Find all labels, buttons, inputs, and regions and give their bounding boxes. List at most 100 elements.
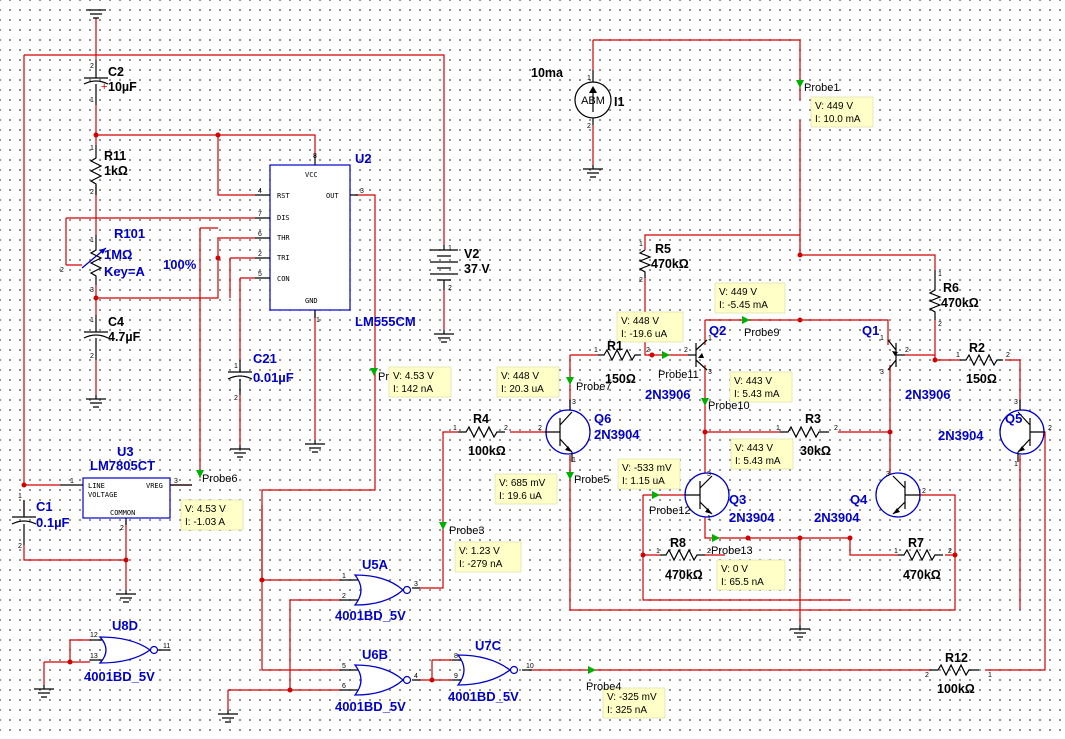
pin-number: 2 <box>448 285 452 292</box>
pin-number: 2 <box>90 189 94 196</box>
pin-number: 1 <box>18 493 22 500</box>
pin-number: 1 <box>594 347 598 354</box>
pin-number: 2 <box>90 353 94 360</box>
probe6-arrow-icon <box>196 470 204 478</box>
resistor-r5[interactable] <box>638 249 652 278</box>
transistor-q5[interactable] <box>999 400 1045 462</box>
resistor-r1[interactable] <box>598 348 641 362</box>
probe-note-p5[interactable]: V: 685 mV I: 19.6 uA <box>494 473 558 505</box>
transistor-q1[interactable] <box>887 339 905 371</box>
ground-icon <box>86 395 106 408</box>
pin-number: 2 <box>834 425 838 432</box>
nor-gate-u5a[interactable] <box>340 574 420 606</box>
pin-number: 2 <box>18 543 22 550</box>
probe-note-p14[interactable]: V: 443 V I: 5.43 mA <box>730 438 794 470</box>
capacitor-c2[interactable]: + <box>83 60 109 105</box>
pin-number: 2 <box>684 347 688 354</box>
resistor-r7[interactable] <box>898 548 943 562</box>
resistor-r3[interactable] <box>780 425 829 439</box>
component-part: 4001BD_5V <box>84 669 155 684</box>
probe-note-p3[interactable]: V: 1.23 V I: -279 nA <box>454 541 522 573</box>
component-ref: R3 <box>805 412 821 426</box>
pin-number: 6 <box>258 231 262 238</box>
pin-number: 8 <box>454 653 458 660</box>
ic-u2-lm555[interactable]: VCC RST OUT DIS THR TRI CON GND <box>255 155 358 318</box>
capacitor-c4[interactable] <box>83 315 109 360</box>
pin-label: DIS <box>277 214 290 222</box>
probe13-arrow-icon <box>712 534 720 542</box>
ground-icon <box>86 9 106 19</box>
probe-note-p13[interactable]: V: 0 V I: 65.5 nA <box>716 559 786 591</box>
transistor-q4[interactable] <box>875 472 921 518</box>
probe12-arrow-icon <box>652 491 660 499</box>
probe-note-p9[interactable]: V: 449 V I: -5.45 mA <box>714 282 786 314</box>
component-ref: R11 <box>104 149 126 163</box>
component-ref: U7C <box>475 638 502 653</box>
transistor-q2[interactable] <box>688 339 708 371</box>
pin-number: 2 <box>587 123 591 130</box>
ic-u3-lm7805[interactable]: LINE VOLTAGE VREG COMMON <box>60 477 192 525</box>
probe-name: Pr <box>378 371 389 383</box>
probe-voltage: V: 4.53 V <box>185 504 226 515</box>
probe-voltage: V: 448 V <box>621 316 659 327</box>
pin-number: 1 <box>572 457 576 464</box>
probe-note-p1[interactable]: V: 449 V I: 10.0 mA <box>810 96 874 128</box>
pin-number: 12 <box>90 632 98 639</box>
pin-number: 4 <box>258 188 262 195</box>
resistor-r6[interactable] <box>928 270 942 320</box>
pin-label: LINE <box>88 482 105 490</box>
pin-number: 2 <box>707 548 711 555</box>
resistor-r8[interactable] <box>660 548 705 562</box>
component-value: 150Ω <box>966 372 997 386</box>
component-value: 10ma <box>531 66 564 80</box>
pin-number: 2 <box>948 548 952 555</box>
nor-gate-u8d[interactable] <box>90 636 170 664</box>
pin-number: 1 <box>70 478 74 485</box>
probe-note-p6[interactable]: V: 4.53 V I: -1.03 A <box>180 499 244 531</box>
probe-note-p8[interactable]: V: 448 V I: -19.6 uA <box>616 311 684 343</box>
pin-label: VCC <box>305 171 318 179</box>
resistor-r2[interactable] <box>960 353 1003 367</box>
pin-number: 1 <box>1014 461 1018 468</box>
component-ref: C4 <box>108 315 124 329</box>
component-ref: Q1 <box>862 323 879 338</box>
probe-note-p7[interactable]: V: 448 V I: 20.3 uA <box>496 366 560 398</box>
nor-gate-u7c[interactable] <box>452 654 532 686</box>
component-ref: U2 <box>355 151 372 166</box>
pin-number: 2 <box>120 525 124 532</box>
pin-number: 1 <box>988 672 992 679</box>
component-ref: C1 <box>36 499 53 514</box>
probe-current: I: 10.0 mA <box>815 114 861 125</box>
polarity-plus-icon: + <box>101 81 107 93</box>
component-value: 100kΩ <box>468 444 506 458</box>
probe-voltage: V: -533 mV <box>622 463 672 474</box>
probe-note-p4[interactable]: V: -325 mV I: 325 nA <box>602 687 666 719</box>
resistor-r11[interactable] <box>89 145 103 195</box>
probe-name: Probe6 <box>202 473 237 485</box>
transistor-q3[interactable] <box>684 472 730 518</box>
battery-v2[interactable] <box>430 245 458 290</box>
component-ref: R5 <box>655 242 671 256</box>
probe-note-p2[interactable]: V: 4.53 V I: 142 nA <box>388 366 452 398</box>
pin-label: CON <box>277 275 290 283</box>
pin-number: 2 <box>646 347 650 354</box>
probe-note-p12[interactable]: V: -533 mV I: 1.15 uA <box>617 458 681 490</box>
component-ref: C21 <box>253 351 277 366</box>
ground-icon <box>116 590 136 603</box>
component-part: 4001BD_5V <box>335 699 406 714</box>
probe-name: Probe12 <box>649 505 691 517</box>
pin-number: 2 <box>905 347 909 354</box>
probe-note-p10[interactable]: V: 443 V I: 5.43 mA <box>729 371 793 403</box>
capacitor-c21[interactable] <box>227 360 253 395</box>
current-source-i1[interactable]: ABM <box>574 70 612 125</box>
nor-gate-u6b[interactable] <box>340 664 420 696</box>
pin-number: 1 <box>90 317 94 324</box>
resistor-r4[interactable] <box>458 425 505 439</box>
probe-voltage: V: 443 V <box>735 443 773 454</box>
capacitor-c1[interactable] <box>11 500 37 545</box>
resistor-r12[interactable] <box>930 663 979 677</box>
potentiometer-r101[interactable] <box>81 235 107 285</box>
pin-number: 1 <box>639 241 643 248</box>
transistor-q6[interactable] <box>545 400 591 462</box>
